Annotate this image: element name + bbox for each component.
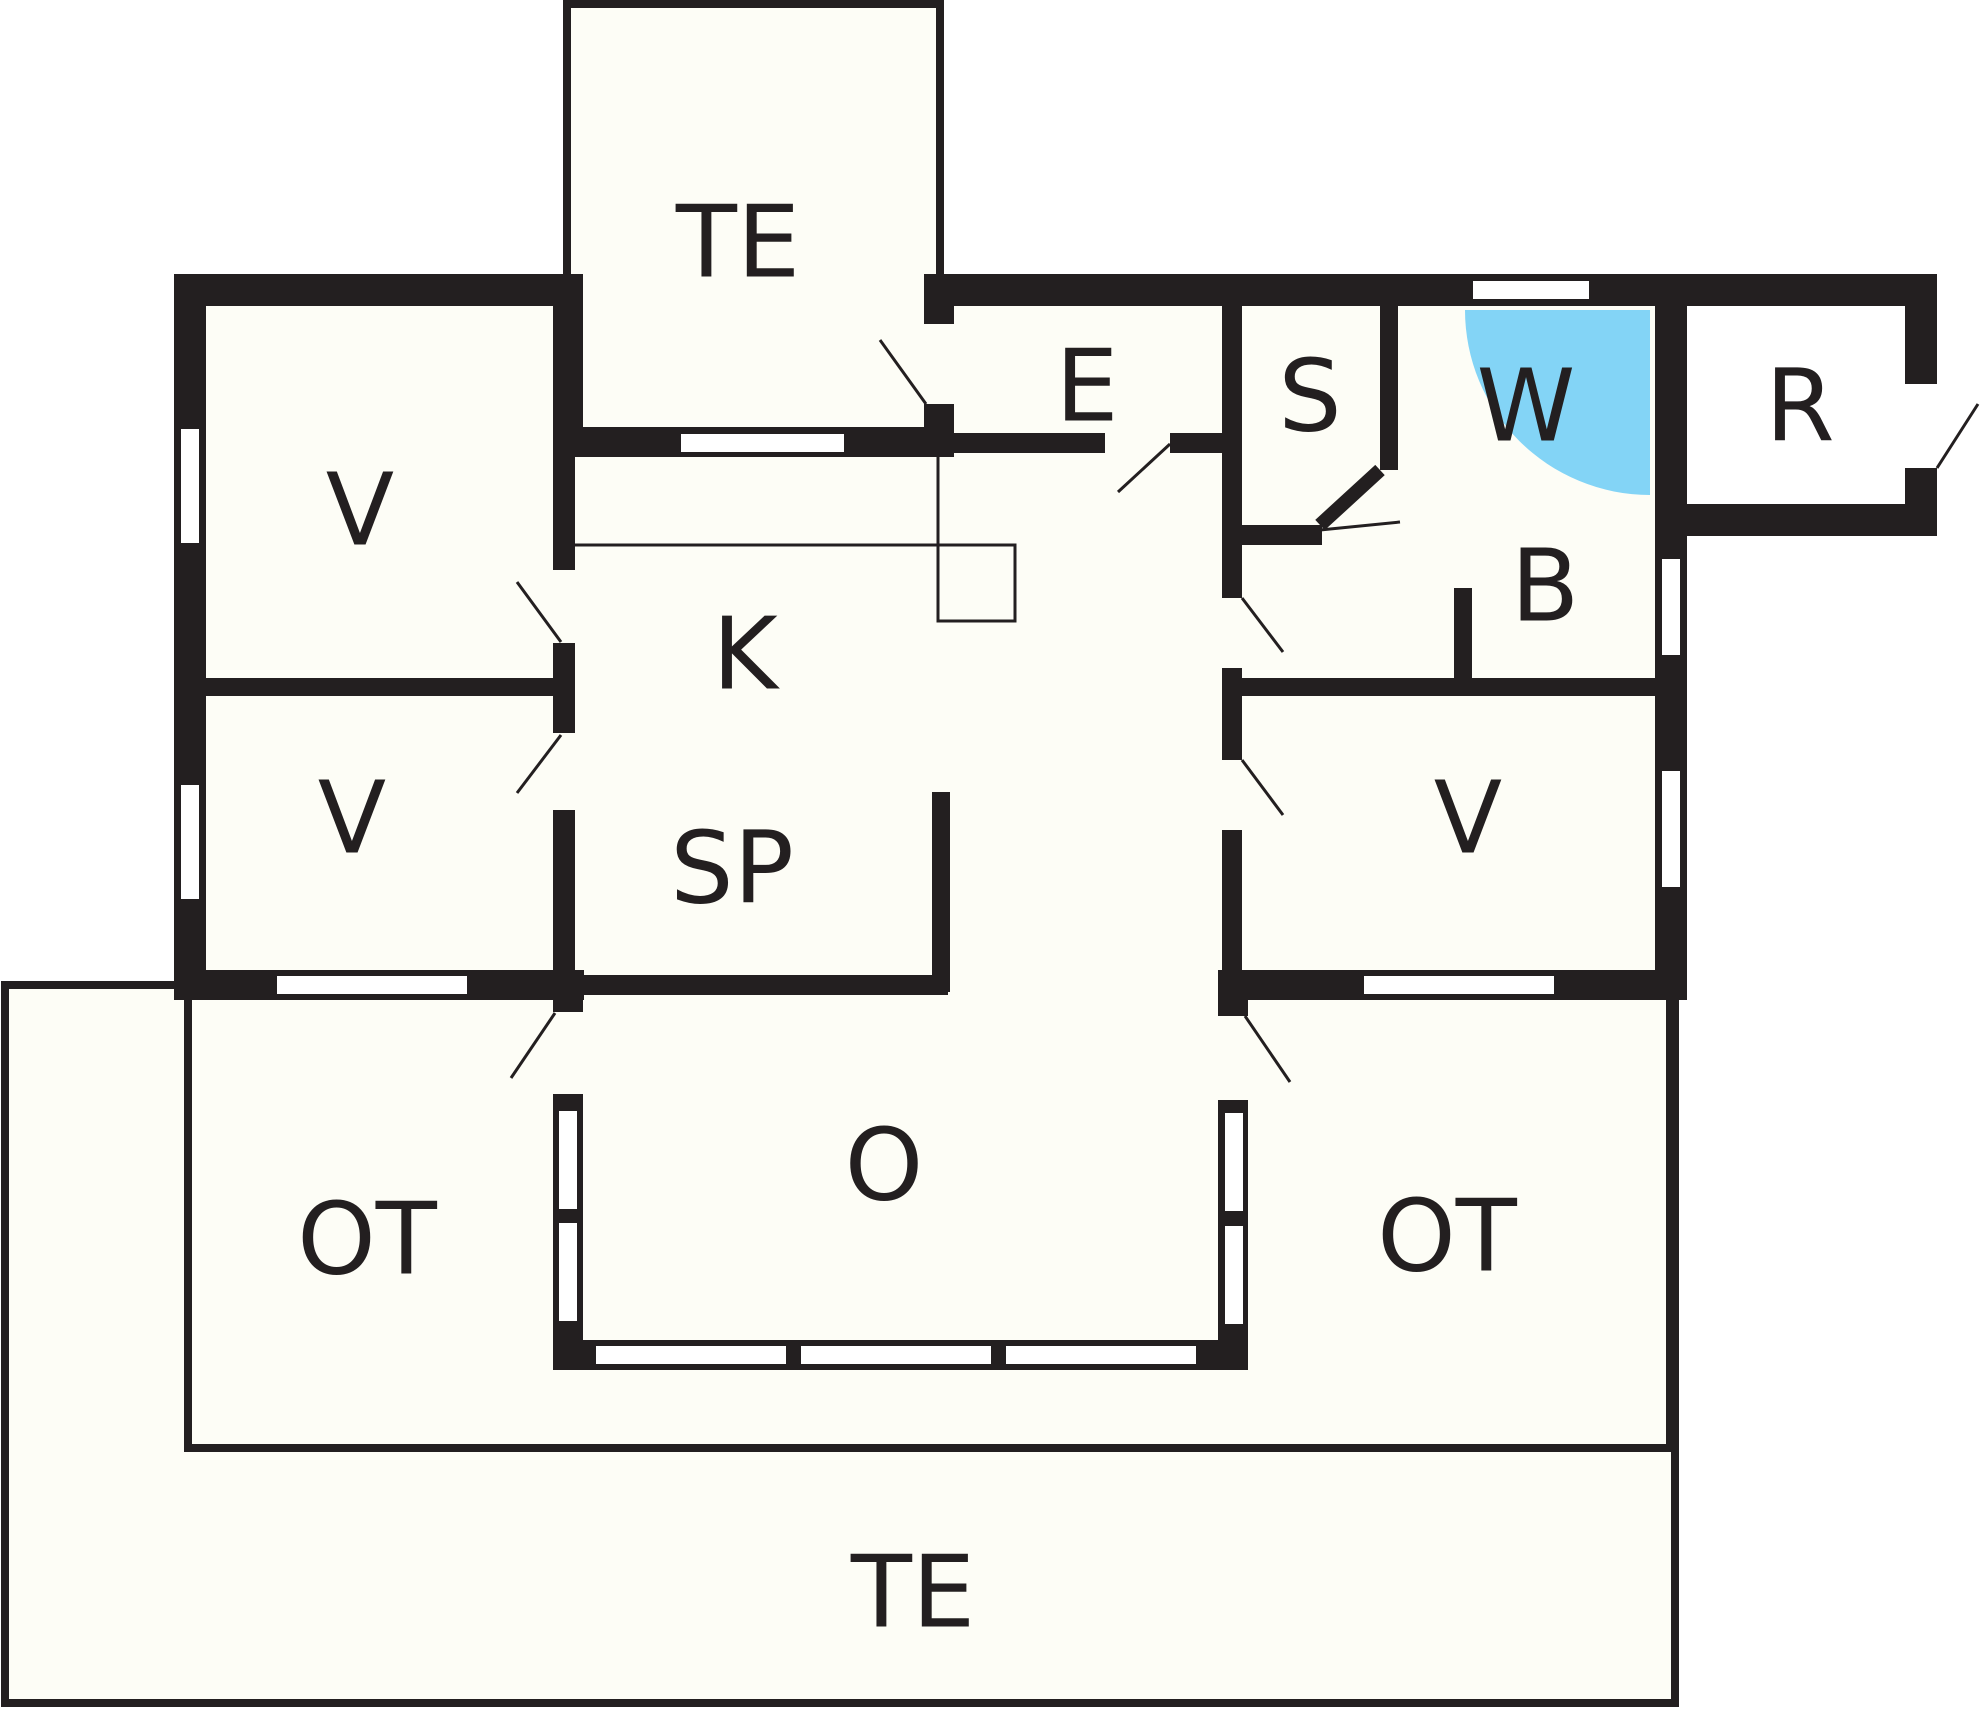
window xyxy=(1362,974,1556,996)
label-dining: SP xyxy=(670,810,794,927)
label-living: O xyxy=(845,1107,924,1224)
door-swing xyxy=(1240,759,1285,816)
windows xyxy=(179,279,1682,1366)
window xyxy=(1660,557,1682,657)
kitchen-counter xyxy=(575,457,1017,623)
label-bedroom-right: V xyxy=(1434,760,1502,877)
window xyxy=(799,1344,993,1366)
door-swing xyxy=(515,734,563,794)
label-bedroom-mid-left: V xyxy=(318,760,386,877)
room-labels: TE E S W R V B K V V SP O OT OT TE xyxy=(297,184,1835,1651)
label-covered-terrace-right: OT xyxy=(1377,1178,1518,1295)
label-kitchen: K xyxy=(712,596,780,713)
window xyxy=(557,1221,579,1323)
door-swing xyxy=(515,581,563,643)
label-storage: S xyxy=(1278,338,1341,455)
window xyxy=(557,1109,579,1211)
house-floor xyxy=(176,276,1681,1370)
door-swing xyxy=(1243,1015,1292,1083)
kitchen-sink xyxy=(936,543,1017,623)
window xyxy=(179,783,201,901)
door-swing xyxy=(878,339,928,405)
window xyxy=(1223,1224,1245,1326)
doors xyxy=(509,339,1980,1083)
window xyxy=(179,427,201,545)
window xyxy=(679,432,846,454)
shower-area xyxy=(1465,310,1650,495)
door-swing xyxy=(1240,597,1285,653)
label-bedroom-top-left: V xyxy=(326,452,394,569)
door-swing xyxy=(1319,520,1401,532)
label-utility: R xyxy=(1765,348,1834,465)
window xyxy=(1223,1111,1245,1213)
door-swing xyxy=(1935,403,1980,469)
label-entrance: E xyxy=(1055,328,1118,445)
window xyxy=(1004,1344,1198,1366)
label-covered-terrace-left: OT xyxy=(297,1181,438,1298)
window xyxy=(1660,769,1682,889)
window xyxy=(1471,279,1591,301)
label-terrace-top: TE xyxy=(675,184,800,301)
door-swing xyxy=(509,1012,557,1079)
door-swing xyxy=(1116,442,1172,494)
label-wc: W xyxy=(1477,348,1576,465)
window xyxy=(594,1344,788,1366)
label-bathroom: B xyxy=(1511,528,1580,645)
label-terrace-bottom: TE xyxy=(850,1534,975,1651)
window xyxy=(275,974,469,996)
door-swing xyxy=(1315,464,1385,531)
